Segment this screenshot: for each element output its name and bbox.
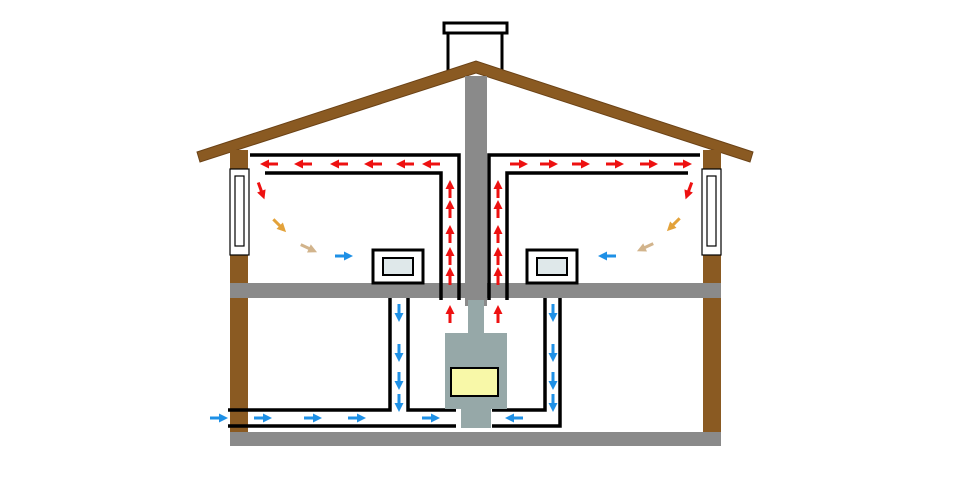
cold-air-arrow bbox=[422, 413, 440, 423]
chimney-cap bbox=[442, 21, 509, 35]
hot-air-arrow bbox=[606, 159, 624, 169]
hot-air-arrow bbox=[260, 159, 278, 169]
hot-air-arrow bbox=[493, 247, 503, 265]
cold-air-arrow bbox=[210, 413, 228, 423]
cold-air-arrow bbox=[548, 304, 558, 322]
hot-air-arrow bbox=[674, 159, 692, 169]
upper-floor bbox=[230, 283, 721, 298]
hot-air-arrow bbox=[396, 159, 414, 169]
upper-duct-network bbox=[250, 153, 700, 300]
stove-flue bbox=[468, 300, 484, 334]
hot-air-arrow bbox=[445, 225, 455, 243]
hot-air-arrow bbox=[445, 305, 455, 323]
stove-firebox bbox=[450, 367, 499, 397]
cooled-air-arrow bbox=[300, 243, 318, 253]
roof bbox=[196, 60, 754, 163]
cold-air-arrow bbox=[304, 413, 322, 423]
hot-air-arrow bbox=[640, 159, 658, 169]
hot-air-arrow bbox=[445, 180, 455, 198]
hot-air-arrow bbox=[493, 305, 503, 323]
cold-air-arrow bbox=[394, 344, 404, 362]
cold-air-arrow bbox=[505, 413, 523, 423]
central-flue bbox=[465, 76, 487, 306]
airflow-arrows bbox=[210, 159, 694, 423]
hot-air-arrow bbox=[422, 159, 440, 169]
cooling-air-arrow bbox=[666, 217, 681, 232]
ground-floor bbox=[230, 432, 721, 446]
hot-air-arrow bbox=[330, 159, 348, 169]
hot-air-arrow bbox=[572, 159, 590, 169]
cold-air-arrow bbox=[394, 304, 404, 322]
hot-air-arrow bbox=[493, 200, 503, 218]
hot-air-arrow bbox=[540, 159, 558, 169]
cold-air-arrow bbox=[598, 251, 616, 261]
hot-air-arrow bbox=[510, 159, 528, 169]
hot-air-arrow bbox=[493, 267, 503, 285]
wood-stove-icon bbox=[445, 300, 507, 428]
left-wall-vent bbox=[229, 168, 250, 256]
left-floor-register bbox=[371, 248, 425, 285]
return-duct-network bbox=[228, 298, 562, 428]
hot-air-arrow bbox=[493, 180, 503, 198]
cold-air-arrow bbox=[548, 344, 558, 362]
hot-air-arrow bbox=[256, 181, 266, 200]
hot-air-arrow bbox=[493, 225, 503, 243]
cold-air-arrow bbox=[335, 251, 353, 261]
cold-air-arrow bbox=[254, 413, 272, 423]
right-floor-register bbox=[525, 248, 579, 285]
hot-air-arrow bbox=[445, 200, 455, 218]
hot-air-arrow bbox=[445, 267, 455, 285]
hot-air-arrow bbox=[364, 159, 382, 169]
cooling-air-arrow bbox=[272, 218, 287, 233]
cold-air-arrow bbox=[394, 394, 404, 412]
cold-air-arrow bbox=[548, 372, 558, 390]
cold-air-arrow bbox=[394, 372, 404, 390]
hot-air-arrow bbox=[294, 159, 312, 169]
right-wall-vent bbox=[701, 168, 722, 256]
cooled-air-arrow bbox=[636, 242, 654, 252]
stove-base bbox=[461, 408, 491, 428]
cold-air-arrow bbox=[548, 394, 558, 412]
hot-air-arrow bbox=[684, 181, 694, 200]
hot-air-arrow bbox=[445, 247, 455, 265]
cold-air-arrow bbox=[348, 413, 366, 423]
